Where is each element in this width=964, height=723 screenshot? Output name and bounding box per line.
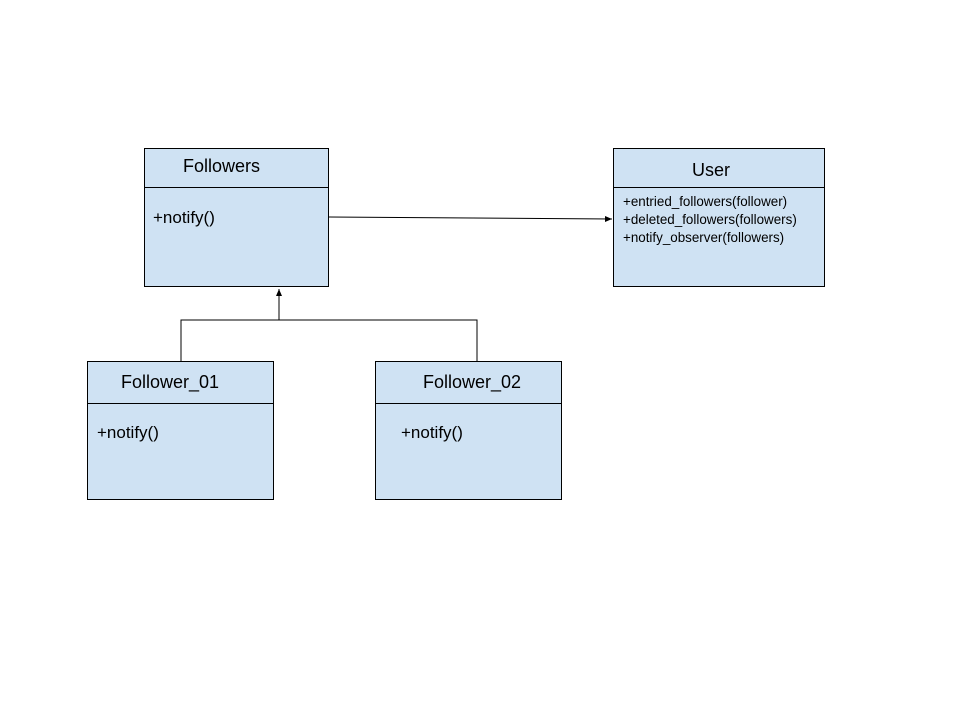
class-follower-02-operations: +notify()	[376, 404, 561, 499]
inheritance-branch-follower-02	[279, 319, 478, 362]
class-user-name: User	[614, 149, 824, 188]
class-followers[interactable]: Followers +notify()	[144, 148, 329, 287]
association-followers-to-user	[328, 215, 613, 222]
class-user[interactable]: User +entried_followers(follower) +delet…	[613, 148, 825, 287]
class-user-operations: +entried_followers(follower) +deleted_fo…	[614, 188, 824, 286]
inheritance-branch-follower-01	[180, 319, 279, 362]
class-follower-02[interactable]: Follower_02 +notify()	[375, 361, 562, 500]
class-followers-name: Followers	[145, 149, 328, 188]
class-follower-02-name: Follower_02	[376, 362, 561, 404]
operation: +notify_observer(followers)	[623, 230, 785, 245]
operation: +notify()	[401, 423, 463, 442]
class-followers-operations: +notify()	[145, 188, 328, 286]
operation: +entried_followers(follower)	[623, 194, 788, 209]
class-follower-01[interactable]: Follower_01 +notify()	[87, 361, 274, 500]
class-follower-01-name: Follower_01	[88, 362, 273, 404]
class-follower-01-operations: +notify()	[88, 404, 273, 499]
operation: +notify()	[97, 423, 159, 442]
operation: +deleted_followers(followers)	[623, 212, 797, 227]
operation: +notify()	[153, 208, 215, 227]
